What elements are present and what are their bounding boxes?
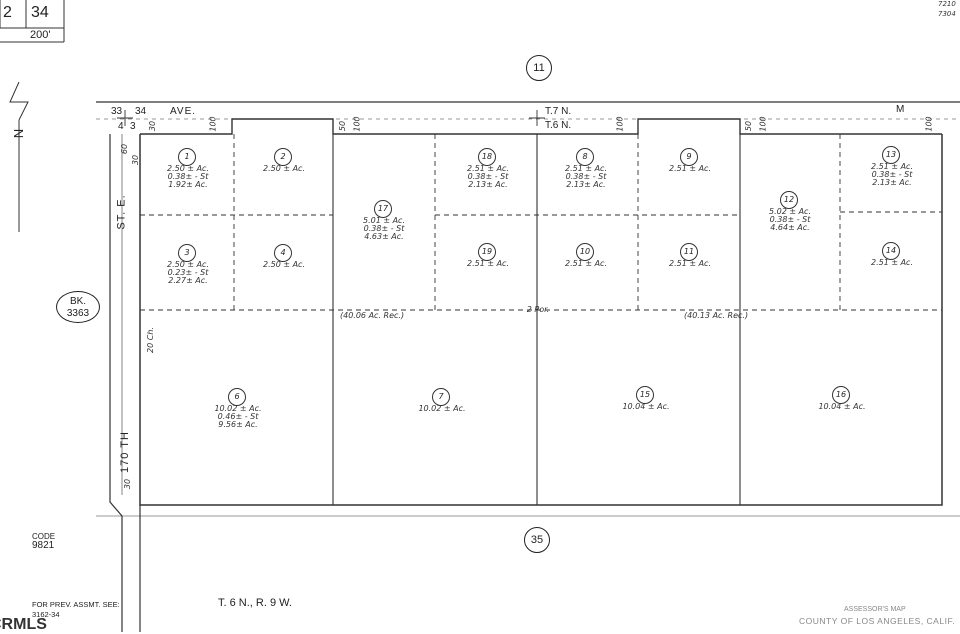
code-label: CODE	[32, 532, 56, 541]
parcel-street-area: 0.38± - St	[565, 172, 607, 181]
dimension-label: 20 Ch.	[145, 327, 155, 353]
parcel-number: 13	[882, 146, 900, 164]
parcel-number: 11	[680, 243, 698, 261]
parcel-number: 7	[432, 388, 450, 406]
parcel-area: 2.51 ± Ac.	[564, 259, 607, 268]
parcel-area: 2.51 ± Ac.	[466, 259, 509, 268]
parcel-area: 2.51 ± Ac.	[870, 162, 913, 171]
section-corner-34: 34	[135, 106, 147, 117]
parcel-number: 4	[274, 244, 292, 262]
parcel-number: 12	[780, 191, 798, 209]
section-corner-3: 3	[130, 121, 136, 132]
parcel-number: 17	[374, 200, 392, 218]
parcel-number: 10	[576, 243, 594, 261]
dimension-label: 30	[123, 478, 133, 490]
code-value: 9821	[32, 540, 55, 551]
county-label: COUNTY OF LOS ANGELES, CALIF.	[799, 616, 956, 626]
dimension-label: 30	[148, 120, 158, 132]
section-corner-4: 4	[118, 121, 124, 132]
parcel-area: 2.51 ± Ac.	[668, 164, 711, 173]
parcel-number: 19	[478, 243, 496, 261]
parcel-street-area: 0.38± - St	[467, 172, 509, 181]
avenue-name: AVE.	[170, 106, 197, 117]
parcel-number: 9	[680, 148, 698, 166]
sheet-ref-south[interactable]: 35	[524, 527, 550, 553]
township-south: T.6 N.	[545, 120, 572, 131]
parcel-number: 2	[274, 148, 292, 166]
parcel-street-area: 0.38± - St	[167, 172, 209, 181]
parcel-number: 18	[478, 148, 496, 166]
parcel-street-area: 0.38± - St	[871, 170, 913, 179]
parcel-net-area: 2.13± Ac.	[566, 180, 606, 189]
street-name-bottom: 170 TH	[118, 431, 131, 473]
corner-number: 7210	[938, 0, 956, 8]
parcel-area: 5.01 ± Ac.	[362, 216, 405, 225]
dimension-label: 100	[615, 116, 625, 132]
parcel-area: 10.02 ± Ac.	[418, 404, 466, 413]
parcel-net-area: 2.27± Ac.	[168, 276, 208, 285]
dimension-label: 60	[120, 143, 130, 155]
parcel-area: 2.51 ± Ac.	[668, 259, 711, 268]
dimension-label: 100	[758, 116, 768, 132]
dimension-label: 50	[744, 120, 754, 132]
parcel-area: 2.50 ± Ac.	[262, 260, 305, 269]
parcel-area: 5.02 ± Ac.	[768, 207, 811, 216]
parcel-area: 10.04 ± Ac.	[818, 402, 866, 411]
parcel-number: 1	[178, 148, 196, 166]
dimension-label: 100	[352, 116, 362, 132]
parcel-area: 2.50 ± Ac.	[262, 164, 305, 173]
page-number-right: 34	[31, 4, 49, 21]
dimension-label: 50	[338, 120, 348, 132]
section-corner-33: 33	[111, 106, 123, 117]
parcel-net-area: 4.63± Ac.	[364, 232, 404, 241]
page-number-left: 2	[3, 4, 12, 21]
map-scale: 200'	[30, 29, 51, 41]
parcel-number: 15	[636, 386, 654, 404]
acreage-note: 2 Por.	[526, 305, 550, 314]
acreage-note: (40.13 Ac. Rec.)	[684, 311, 749, 320]
parcel-street-area: 0.46± - St	[217, 412, 259, 421]
parcel-net-area: 2.13± Ac.	[468, 180, 508, 189]
township-north: T.7 N.	[545, 106, 572, 117]
parcel-net-area: 4.64± Ac.	[770, 223, 810, 232]
parcel-number: 16	[832, 386, 850, 404]
prev-assessment-ref: 3162-34	[32, 610, 60, 619]
parcel-street-area: 0.38± - St	[769, 215, 811, 224]
parcel-street-area: 0.38± - St	[363, 224, 405, 233]
parcel-area: 2.50 ± Ac.	[166, 260, 209, 269]
dimension-label: 30	[131, 154, 141, 166]
avenue-letter: M	[896, 104, 905, 115]
book-ref-badge[interactable]: BK. 3363	[56, 291, 100, 323]
parcel-number: 3	[178, 244, 196, 262]
corner-number: 7304	[938, 10, 956, 18]
prev-assessment-label: FOR PREV. ASSMT. SEE:	[32, 600, 120, 609]
dimension-label: 100	[208, 116, 218, 132]
parcel-area: 10.04 ± Ac.	[622, 402, 670, 411]
watermark: CRMLS	[0, 616, 47, 633]
dimension-label: 100	[924, 116, 934, 132]
parcel-area: 2.51 ± Ac.	[564, 164, 607, 173]
parcel-net-area: 2.13± Ac.	[872, 178, 912, 187]
parcel-number: 6	[228, 388, 246, 406]
township-range: T. 6 N., R. 9 W.	[218, 597, 292, 609]
street-name-top: ST. E.	[115, 194, 128, 230]
parcel-area: 2.51 ± Ac.	[466, 164, 509, 173]
book-ref-prefix: BK.	[69, 296, 87, 307]
parcel-street-area: 0.23± - St	[167, 268, 209, 277]
parcel-number: 8	[576, 148, 594, 166]
sheet-ref-north[interactable]: 11	[526, 55, 552, 81]
book-ref-number: 3363	[66, 308, 90, 319]
parcel-area: 10.02 ± Ac.	[214, 404, 262, 413]
parcel-net-area: 9.56± Ac.	[218, 420, 258, 429]
north-arrow-label: N	[11, 128, 27, 139]
parcel-net-area: 1.92± Ac.	[168, 180, 208, 189]
parcel-number: 14	[882, 242, 900, 260]
assessor-map-label: ASSESSOR'S MAP	[844, 606, 906, 613]
acreage-note: (40.06 Ac. Rec.)	[340, 311, 405, 320]
parcel-area: 2.51 ± Ac.	[870, 258, 913, 267]
parcel-area: 2.50 ± Ac.	[166, 164, 209, 173]
